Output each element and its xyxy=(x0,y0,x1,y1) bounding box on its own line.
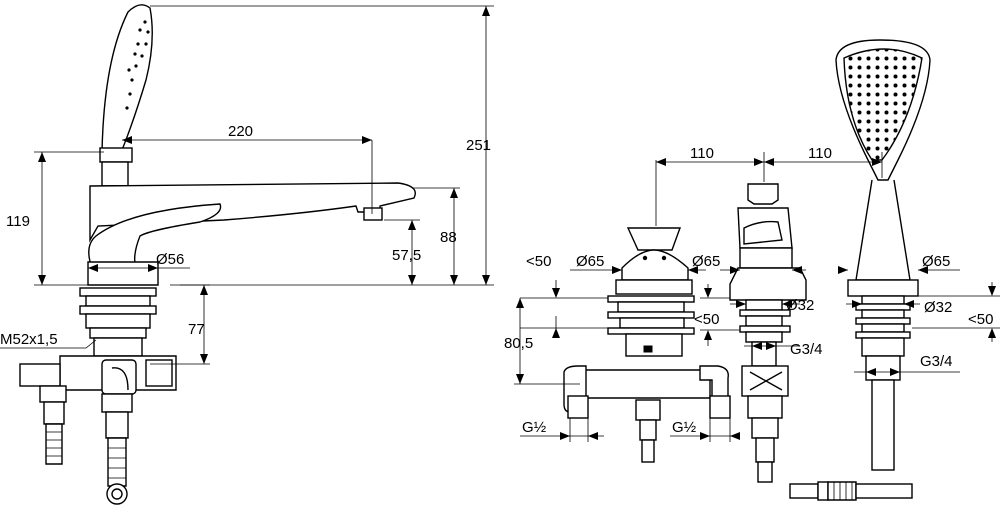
dim-rosette-dia-a: Ø65 xyxy=(576,253,604,270)
dim-max-deck-b: <50 xyxy=(694,311,719,328)
thermostat-handle-icon xyxy=(621,227,689,281)
dim-total-height: 251 xyxy=(466,137,491,154)
dim-shank-dia-c: Ø32 xyxy=(924,299,952,316)
dim-shank-dia-b: Ø32 xyxy=(786,297,814,314)
dim-spout-height: 88 xyxy=(440,229,457,246)
dim-spout-reach: 220 xyxy=(228,123,253,140)
dim-rosette-dia-b: Ø65 xyxy=(692,253,720,270)
dim-thread-c: G3/4 xyxy=(920,353,953,370)
dim-inlet-right: G½ xyxy=(672,419,697,436)
dim-rosette-dia-mixer: Ø56 xyxy=(156,251,184,268)
installation-body-mixer xyxy=(19,287,177,505)
dim-thread-b: G3/4 xyxy=(790,341,823,358)
diverter-handle-icon xyxy=(737,183,793,269)
dim-outlet-height: 57,5 xyxy=(392,247,421,264)
connection-hose-icon xyxy=(789,481,913,501)
dim-connection-height: 80,5 xyxy=(504,335,533,352)
dim-max-deck-a: <50 xyxy=(526,253,551,270)
dim-thread: M52x1,5 xyxy=(0,331,58,348)
diverter-component xyxy=(729,183,807,483)
dim-spacing-left: 110 xyxy=(690,145,714,162)
dim-rosette-dia-c: Ø65 xyxy=(922,253,950,270)
bath-spout-icon xyxy=(87,182,416,286)
dim-connection-length: 77 xyxy=(188,321,205,338)
components-dimensions xyxy=(514,152,1000,442)
dim-inlet-left: G½ xyxy=(522,419,547,436)
hand-shower-icon xyxy=(99,4,153,187)
mixer-dimensions xyxy=(0,5,494,365)
thermostat-component xyxy=(563,227,731,463)
dimension-labels: 251 220 119 88 57,5 Ø56 77 M52x1,5 110 1… xyxy=(0,123,993,436)
hand-shower-face-icon xyxy=(835,39,931,281)
dim-max-deck-c: <50 xyxy=(968,311,993,328)
bath-mixer-view xyxy=(19,4,416,505)
dim-spacing-right: 110 xyxy=(808,145,832,162)
dim-body-height: 119 xyxy=(6,213,30,230)
shower-component xyxy=(789,39,931,501)
